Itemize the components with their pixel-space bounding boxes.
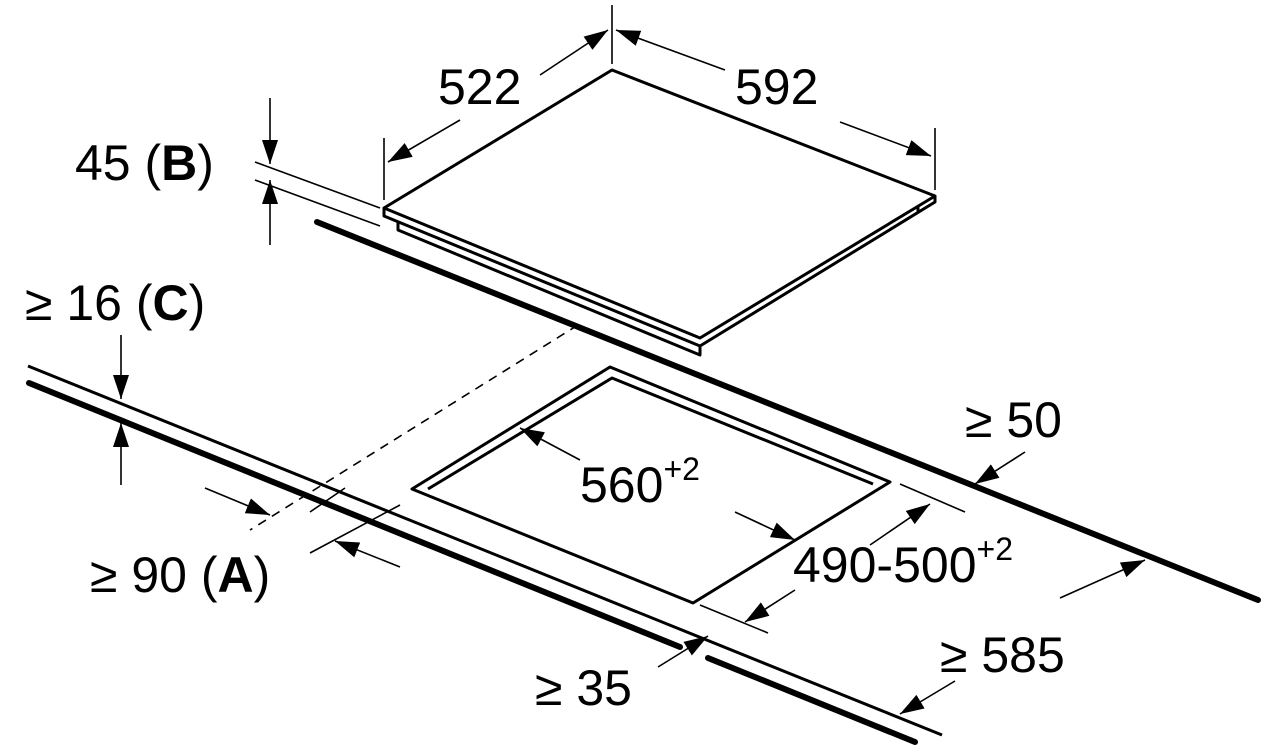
worktop-depth-label: ≥ 585 <box>940 627 1065 683</box>
dimension-arrow <box>204 487 271 516</box>
hob <box>382 68 937 357</box>
wall-reference-line <box>249 324 579 531</box>
dimension-arrow <box>869 503 931 546</box>
dimension-arrow <box>334 540 401 568</box>
hob-height-label: 45 (B) <box>75 135 214 191</box>
cutout-width-label: 560+2 <box>580 451 700 513</box>
extension-line <box>899 483 966 513</box>
back-clearance-label: ≥ 50 <box>965 392 1062 448</box>
dimension-arrow <box>387 119 461 163</box>
hob-body <box>396 222 702 357</box>
hob-depth-label: 522 <box>438 59 521 115</box>
worktop-back-edge <box>314 219 1261 603</box>
worktop <box>26 219 1261 745</box>
hob-width-label: 592 <box>735 59 818 115</box>
dimension-arrow <box>744 589 796 623</box>
cutout-inner-rim <box>427 376 874 491</box>
dimension-arrow <box>734 511 796 541</box>
extension-line <box>254 161 381 209</box>
cutout <box>410 365 892 605</box>
worktop-thickness-label: ≥ 16 (C) <box>25 275 205 331</box>
worktop-bottom-edge-left <box>26 380 683 650</box>
dimension-arrow <box>839 121 932 157</box>
front-clearance-label: ≥ 35 <box>535 660 632 716</box>
wall-clearance-label: ≥ 90 (A) <box>90 547 270 603</box>
cutout-outline <box>410 365 892 605</box>
dimension-arrow <box>899 680 956 715</box>
extension-line <box>309 504 401 554</box>
extension-line <box>309 487 346 513</box>
extension-line <box>699 604 769 634</box>
worktop-top-front-edge <box>27 364 943 737</box>
cutout-depth-label: 490-500+2 <box>793 531 1013 593</box>
worktop-bottom-edge-right <box>705 655 918 745</box>
dimension-arrow <box>615 29 726 71</box>
dimension-arrow <box>519 427 581 461</box>
dimension-arrow <box>974 451 1026 485</box>
dimension-arrow <box>657 635 709 668</box>
hob-glass-edge <box>382 196 937 348</box>
dimension-arrow <box>539 29 609 76</box>
dimension-arrow <box>1059 559 1146 599</box>
